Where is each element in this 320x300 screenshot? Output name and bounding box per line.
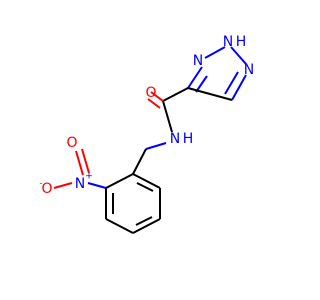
bond-c5-n3-outer [231, 74, 247, 101]
atom-triazole-n-left: N [193, 53, 203, 69]
benzene-double-inner-1 [136, 182, 154, 192]
atom-nitro-o-minus-charge: - [39, 179, 42, 189]
atom-amide-h: H [183, 131, 194, 147]
molecule-svg: N N H N O N H N + O - O [39, 34, 254, 234]
atom-triazole-n-top: N [223, 34, 233, 50]
atom-nitro-n: N [75, 176, 85, 192]
benzene-bond-6 [105, 173, 134, 189]
bond-c5-n3-inner [224, 71, 239, 95]
benzene-bond-4 [105, 218, 134, 234]
benzyl-group [105, 148, 161, 234]
bond-ring-nitro [87, 182, 107, 189]
nitro-group [53, 148, 107, 189]
bond-nitro-o-top-2 [81, 148, 90, 174]
bond-nitro-o-top-1 [75, 150, 84, 176]
bond-n1-n2 [204, 46, 226, 59]
atom-nitro-o-minus: O [41, 181, 52, 197]
bond-carbonyl-o-1 [150, 91, 164, 102]
bond-n2-n3 [230, 46, 247, 65]
bond-carbonyl-o-2 [147, 98, 161, 109]
atom-nitro-n-charge: + [85, 172, 93, 182]
bond-ch2-ring [132, 148, 147, 175]
atom-labels: N N H N O N H N + O - O [39, 34, 254, 197]
atom-nitro-o-double: O [66, 135, 77, 151]
atom-amide-o: O [145, 85, 156, 101]
benzene-bond-1 [132, 173, 161, 189]
benzene-double-inner-2 [135, 216, 153, 226]
bond-nitro-o-left [53, 182, 73, 189]
bond-n-ch2 [145, 142, 167, 150]
bond-ring-carbonyl [162, 87, 189, 102]
triazole-ring [187, 46, 247, 101]
atom-amide-n: N [170, 131, 180, 147]
benzene-bond-3 [132, 218, 161, 234]
structure-diagram: N N H N O N H N + O - O [39, 34, 255, 234]
bond-n1-c4-double-outer [187, 66, 203, 89]
bond-carbonyl-n [162, 100, 173, 133]
atom-triazole-h: H [236, 34, 247, 50]
atom-triazole-n-right: N [244, 62, 254, 78]
bond-n1-c4-double-inner [195, 75, 208, 93]
amide-group [145, 87, 189, 150]
bond-c4-c5 [187, 87, 233, 101]
